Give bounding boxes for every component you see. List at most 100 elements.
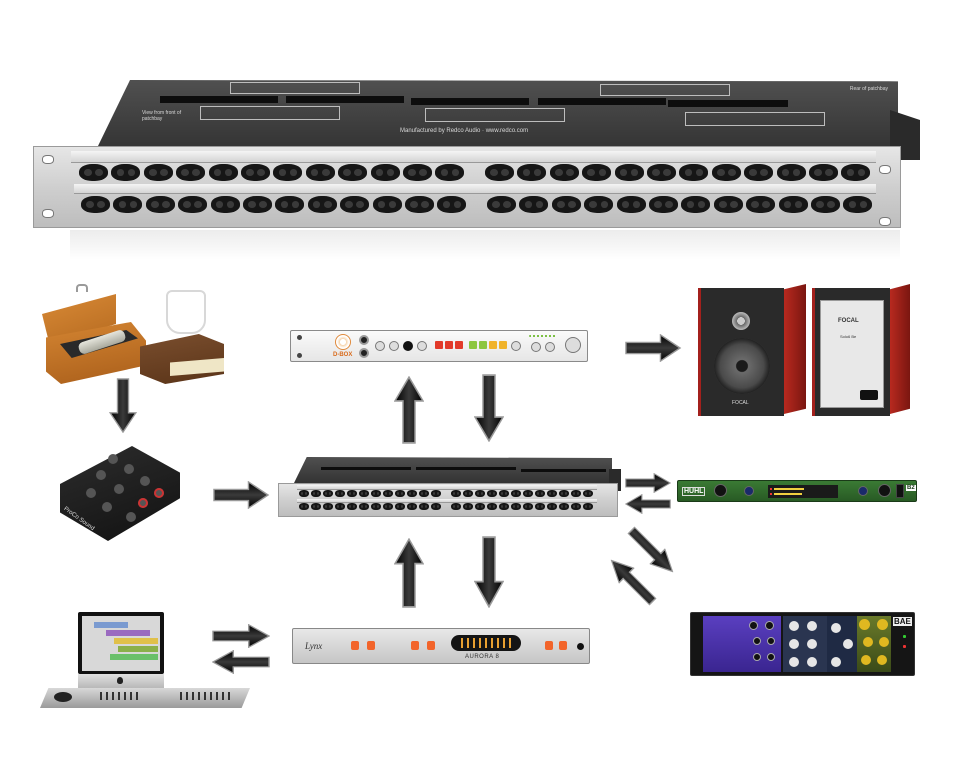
jack[interactable] bbox=[113, 196, 143, 213]
node-patchbay[interactable] bbox=[276, 455, 626, 525]
jack[interactable] bbox=[517, 164, 547, 181]
jack[interactable] bbox=[744, 164, 774, 181]
jack[interactable] bbox=[338, 164, 368, 181]
jack[interactable] bbox=[511, 490, 521, 497]
pan-knob[interactable] bbox=[545, 342, 555, 352]
jack[interactable] bbox=[535, 503, 545, 510]
jog-wheel[interactable] bbox=[54, 692, 72, 702]
eq-knob-white[interactable] bbox=[789, 639, 799, 649]
jack[interactable] bbox=[359, 490, 369, 497]
node-preamp[interactable]: HUHL B2 bbox=[677, 480, 917, 502]
jack[interactable] bbox=[307, 196, 337, 213]
talkback-knob[interactable] bbox=[417, 341, 427, 351]
jack[interactable] bbox=[808, 164, 838, 181]
jack[interactable] bbox=[451, 503, 461, 510]
jack[interactable] bbox=[208, 164, 238, 181]
jack[interactable] bbox=[359, 503, 369, 510]
talkback-button[interactable] bbox=[403, 341, 413, 351]
jack[interactable] bbox=[475, 490, 485, 497]
impedance-knob[interactable] bbox=[878, 484, 891, 497]
eq-knob[interactable] bbox=[753, 637, 761, 645]
jack[interactable] bbox=[335, 503, 345, 510]
output-level-knob[interactable] bbox=[714, 484, 727, 497]
jack[interactable] bbox=[583, 503, 593, 510]
jack[interactable] bbox=[681, 196, 711, 213]
input-select-green[interactable] bbox=[479, 341, 487, 349]
eq-knob-white[interactable] bbox=[789, 621, 799, 631]
jack[interactable] bbox=[419, 503, 429, 510]
gain-knob-gold[interactable] bbox=[879, 637, 889, 647]
input-select-knob[interactable] bbox=[744, 486, 754, 496]
jack[interactable] bbox=[776, 164, 806, 181]
jack[interactable] bbox=[383, 490, 393, 497]
jack[interactable] bbox=[273, 164, 303, 181]
eq-knob-white[interactable] bbox=[807, 639, 817, 649]
function-button-red[interactable] bbox=[435, 341, 443, 349]
jack[interactable] bbox=[487, 503, 497, 510]
jack[interactable] bbox=[547, 490, 557, 497]
jack[interactable] bbox=[582, 164, 612, 181]
jack[interactable] bbox=[547, 503, 557, 510]
power-switch[interactable] bbox=[896, 484, 904, 498]
function-button-red[interactable] bbox=[445, 341, 453, 349]
jack[interactable] bbox=[523, 490, 533, 497]
gain-knob-gold[interactable] bbox=[877, 655, 887, 665]
fader-bank[interactable] bbox=[100, 692, 140, 700]
eq-knob[interactable] bbox=[767, 653, 775, 661]
jack[interactable] bbox=[499, 490, 509, 497]
jack[interactable] bbox=[210, 196, 240, 213]
headphone-knob[interactable] bbox=[375, 341, 385, 351]
jack[interactable] bbox=[485, 164, 515, 181]
jack[interactable] bbox=[841, 164, 871, 181]
pan-knob[interactable] bbox=[531, 342, 541, 352]
power-button[interactable] bbox=[577, 643, 584, 650]
jack[interactable] bbox=[431, 503, 441, 510]
jack[interactable] bbox=[111, 164, 141, 181]
jack[interactable] bbox=[275, 196, 305, 213]
jack[interactable] bbox=[372, 196, 402, 213]
eq-knob-white[interactable] bbox=[807, 657, 817, 667]
jack[interactable] bbox=[549, 164, 579, 181]
eq-knob[interactable] bbox=[749, 621, 758, 630]
jack[interactable] bbox=[178, 196, 208, 213]
jack[interactable] bbox=[242, 196, 272, 213]
jack[interactable] bbox=[79, 164, 108, 181]
jack[interactable] bbox=[559, 490, 569, 497]
jack[interactable] bbox=[371, 503, 381, 510]
eq-knob[interactable] bbox=[765, 621, 774, 630]
jack[interactable] bbox=[437, 196, 467, 213]
jack[interactable] bbox=[143, 164, 173, 181]
eq-knob-white[interactable] bbox=[843, 639, 853, 649]
gain-knob-gold[interactable] bbox=[863, 637, 873, 647]
gain-knob-gold[interactable] bbox=[877, 619, 888, 630]
node-dbox[interactable]: D-BOX bbox=[290, 330, 588, 362]
node-converter[interactable]: Lynx AURORA 8 bbox=[292, 628, 590, 664]
jack[interactable] bbox=[407, 490, 417, 497]
control-button-orange[interactable] bbox=[351, 641, 359, 650]
control-button-orange[interactable] bbox=[411, 641, 419, 650]
jack[interactable] bbox=[407, 503, 417, 510]
jack[interactable] bbox=[843, 196, 873, 213]
headphone-jack[interactable] bbox=[359, 348, 369, 358]
jack[interactable] bbox=[616, 196, 646, 213]
jack[interactable] bbox=[810, 196, 840, 213]
eq-knob-white[interactable] bbox=[831, 623, 841, 633]
input-select-yellow[interactable] bbox=[489, 341, 497, 349]
jack[interactable] bbox=[435, 164, 465, 181]
jack[interactable] bbox=[299, 490, 309, 497]
jack[interactable] bbox=[311, 490, 321, 497]
jack[interactable] bbox=[145, 196, 175, 213]
jack[interactable] bbox=[571, 490, 581, 497]
jack[interactable] bbox=[614, 164, 644, 181]
jack[interactable] bbox=[519, 196, 549, 213]
jack[interactable] bbox=[584, 196, 614, 213]
headphone-jack[interactable] bbox=[359, 335, 369, 345]
jack[interactable] bbox=[402, 164, 432, 181]
jack[interactable] bbox=[463, 503, 473, 510]
jack[interactable] bbox=[395, 490, 405, 497]
jack[interactable] bbox=[511, 503, 521, 510]
jack[interactable] bbox=[305, 164, 335, 181]
jack[interactable] bbox=[551, 196, 581, 213]
jack[interactable] bbox=[347, 490, 357, 497]
jack[interactable] bbox=[711, 164, 741, 181]
